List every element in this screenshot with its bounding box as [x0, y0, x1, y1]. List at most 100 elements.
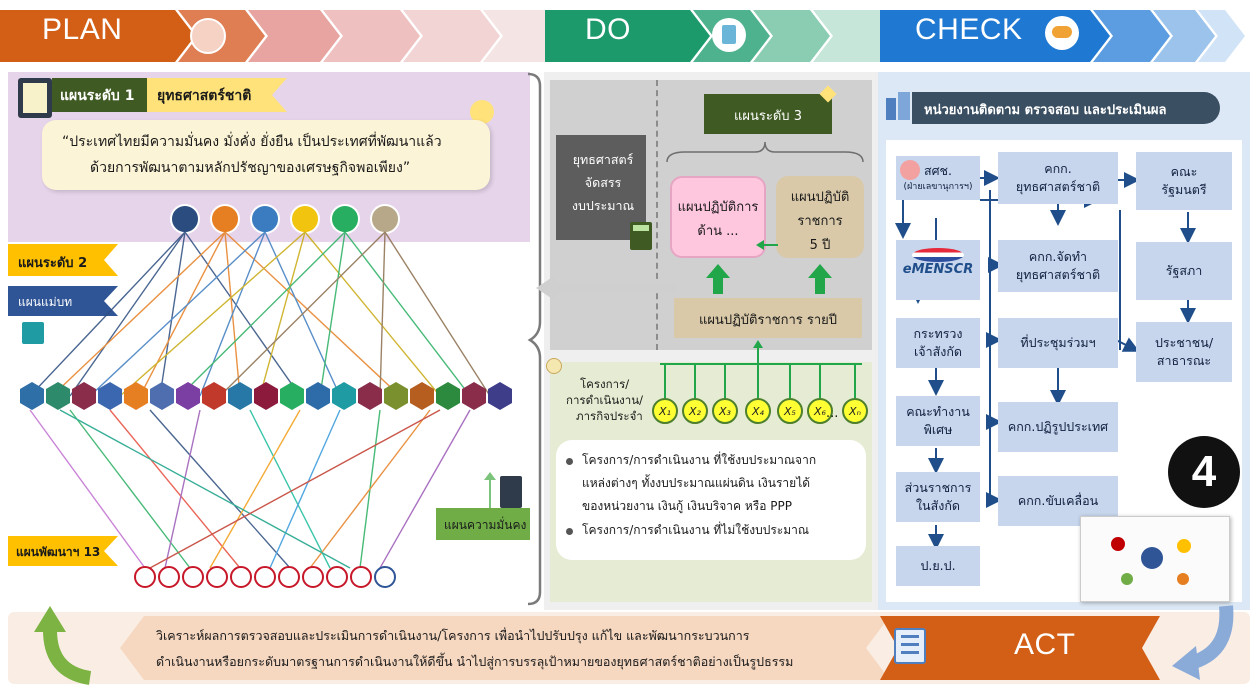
sdg-circle-5 — [230, 566, 252, 588]
sdg-circle-9 — [326, 566, 348, 588]
do-title: DO — [585, 13, 631, 46]
up-arrow-left — [706, 264, 730, 294]
check-title: CHECK — [915, 13, 1023, 46]
annual-plan-label: แผนปฏิบัติราชการ รายปี — [698, 313, 838, 328]
check-flow-arrows — [895, 170, 1196, 550]
bullet1-line2: แหล่งต่างๆ ทั้งงบประมาณแผ่นดิน เงินรายได… — [582, 476, 811, 490]
project-x3: X₃ — [712, 398, 738, 424]
plan-network — [29, 231, 491, 569]
act-title-banner — [880, 616, 1160, 680]
drafting-box: คกก.จัดทำ ยุทธศาสตร์ชาติ — [998, 240, 1118, 292]
annual-plan-box — [674, 298, 862, 338]
projects-label-line2: การดำเนินงาน/ — [566, 393, 643, 407]
nesdc-logo-icon — [900, 160, 920, 180]
master-plan-hexagons — [20, 382, 512, 410]
agencies-line1: ส่วนราชการ — [904, 479, 972, 495]
ops-plan-box — [670, 176, 766, 258]
book-stack-icon — [22, 322, 44, 344]
level1-label-box — [52, 78, 147, 112]
level2-label: แผนระดับ 2 — [18, 256, 88, 271]
project-x2: X₂ — [682, 398, 708, 424]
strategy-circle-3 — [250, 204, 280, 234]
agencies-box: ส่วนราชการ ในสังกัด — [896, 472, 980, 522]
level3-brace — [666, 141, 864, 163]
sdg-circle-10 — [350, 566, 372, 588]
psu-box: ป.ย.ป. — [896, 546, 980, 586]
project-x6: X₆ — [807, 398, 833, 424]
thai-flag-swoosh-icon — [912, 248, 964, 262]
do-clipboard-icon — [712, 18, 746, 52]
page-number: 4 — [1191, 447, 1217, 496]
gov-plan-5y-line1: แผนปฏิบัติ — [790, 190, 850, 205]
level3-label: แผนระดับ 3 — [734, 109, 802, 124]
nesdc-sublabel: (ฝ่ายเลขานุการฯ) — [903, 181, 973, 192]
public-line1: ประชาชน/ — [1154, 334, 1214, 350]
check-to-act-arrow — [1172, 605, 1234, 680]
emenscr-box: eMENSCR — [896, 240, 980, 300]
ministry-box: กระทรวง เจ้าสังกัด — [896, 318, 980, 368]
project-x4: X₄ — [745, 398, 771, 424]
vision-box — [42, 120, 490, 190]
nesdp-banner — [8, 536, 118, 566]
emenscr-label: eMENSCR — [902, 261, 974, 277]
gov-plan-5y-line2: ราชการ — [797, 214, 843, 229]
act-checklist-icon — [894, 628, 926, 664]
calculator-icon — [630, 222, 652, 250]
sdg-circle-11 — [374, 566, 396, 588]
nesdc-label: สศช. — [923, 163, 953, 179]
budget-strategy-line1: ยุทธศาสตร์ — [572, 152, 634, 167]
plan-hand-icon — [190, 18, 226, 54]
plan-title: PLAN — [42, 13, 123, 46]
sdg-circle-1 — [134, 566, 156, 588]
gov-to-ops-arrow — [756, 240, 778, 250]
level1-name: ยุทธศาสตร์ชาติ — [157, 88, 252, 104]
check-title: หน่วยงานติดตาม ตรวจสอบ และประเมินผล — [924, 103, 1167, 118]
cabinet-line1: คณะ — [1170, 163, 1198, 179]
sdg-circle-3 — [182, 566, 204, 588]
public-box: ประชาชน/ สาธารณะ — [1136, 322, 1232, 382]
sdg-circle-6 — [254, 566, 276, 588]
level3-box — [704, 94, 832, 134]
drafting-line2: ยุทธศาสตร์ชาติ — [1015, 267, 1101, 282]
parliament-label: รัฐสภา — [1165, 262, 1203, 278]
bullet-dot-1 — [566, 458, 573, 465]
reform-box: คกก.ปฏิรูปประเทศ — [998, 402, 1118, 452]
master-plan-banner — [8, 286, 118, 316]
vision-line1: “ประเทศไทยมีความมั่นคง มั่งคั่ง ยั่งยืน … — [62, 134, 442, 150]
security-plan-box — [436, 508, 530, 540]
level1-name-banner — [147, 78, 287, 112]
driving-box: คกก.ขับเคลื่อน — [998, 476, 1118, 526]
check-title-bar — [912, 92, 1220, 124]
scroll-icon — [546, 358, 562, 374]
ops-plan-line2: ด้าน ... — [697, 224, 739, 239]
ministry-line1: กระทรวง — [913, 325, 963, 341]
security-book-icon — [500, 476, 522, 508]
cabinet-line2: รัฐมนตรี — [1161, 182, 1207, 197]
project-x5: X₅ — [777, 398, 803, 424]
act-text-banner — [120, 616, 890, 680]
sdg-circle-8 — [302, 566, 324, 588]
project-xn: Xₙ — [842, 398, 868, 424]
level2-banner — [8, 244, 118, 276]
nsc-box: คกก. ยุทธศาสตร์ชาติ — [998, 152, 1118, 204]
book-icon — [18, 78, 52, 118]
mini-diagram-thumbnail — [1080, 516, 1230, 602]
projects-label-line1: โครงการ/ — [580, 377, 630, 391]
bullet-dot-2 — [566, 528, 573, 535]
buildings-icon — [884, 92, 914, 120]
special-committee-line1: คณะทำงาน — [906, 403, 970, 419]
parliament-box: รัฐสภา — [1136, 242, 1232, 300]
special-committee-box: คณะทำงาน พิเศษ — [896, 396, 980, 446]
driving-label: คกก.ขับเคลื่อน — [1017, 492, 1099, 508]
joint-meeting-label: ที่ประชุมร่วมฯ — [1020, 334, 1096, 350]
sdg-circle-2 — [158, 566, 180, 588]
project-x1: X₁ — [652, 398, 678, 424]
agencies-line2: ในสังกัด — [915, 498, 961, 513]
do-dashed-divider — [656, 80, 658, 350]
vision-line2: ด้วยการพัฒนาตามหลักปรัชญาของเศรษฐกิจพอเพ… — [90, 160, 411, 176]
drafting-line1: คกก.จัดทำ — [1028, 248, 1088, 264]
projects-detail-box — [556, 440, 866, 560]
sdg-circle-7 — [278, 566, 300, 588]
level1-label: แผนระดับ 1 — [60, 88, 135, 104]
public-line2: สาธารณะ — [1156, 353, 1212, 368]
